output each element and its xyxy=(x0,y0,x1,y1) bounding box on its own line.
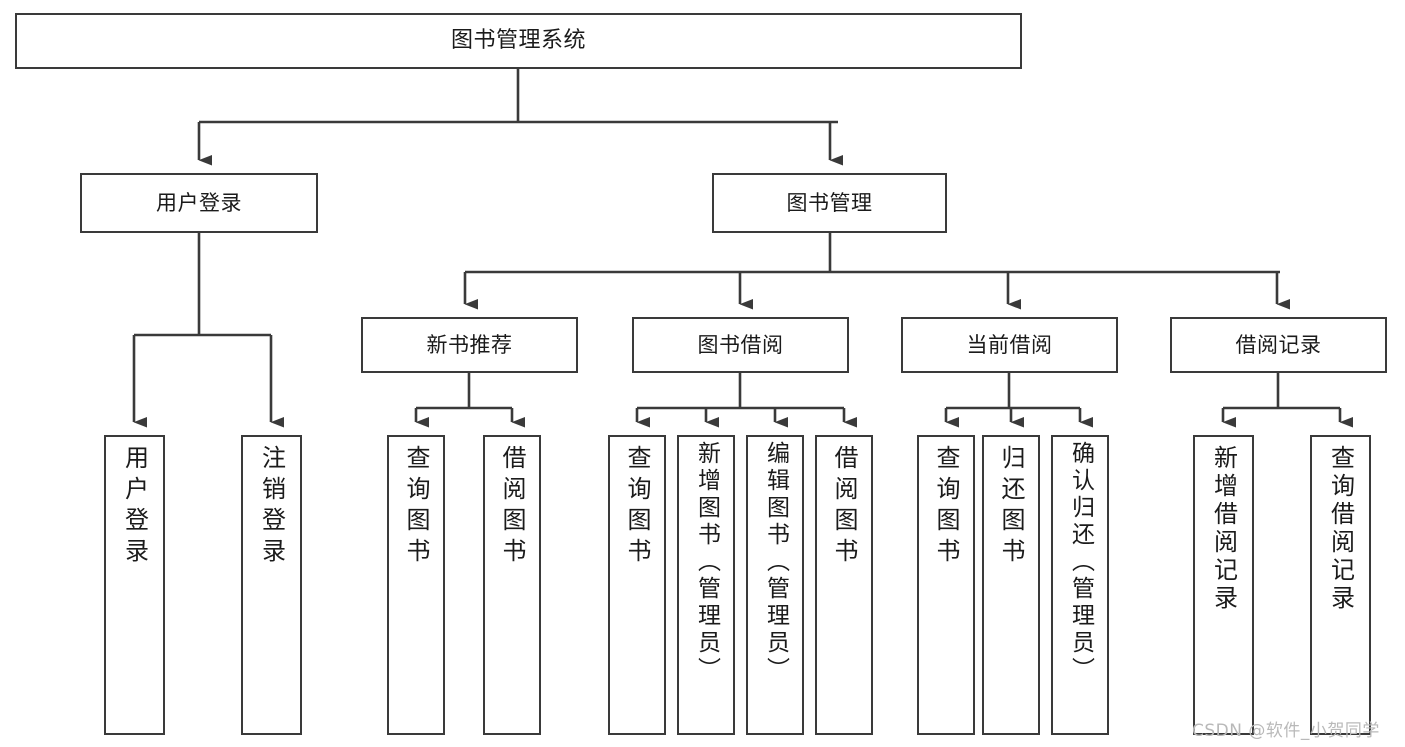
node-leaf-confirm-return-label: 确认归还（管理员） xyxy=(1067,441,1094,684)
node-leaf-logout[interactable]: 注销登录 xyxy=(241,435,302,735)
node-leaf-borrow-book-1[interactable]: 借阅图书 xyxy=(483,435,541,735)
node-leaf-query-book-1[interactable]: 查询图书 xyxy=(387,435,445,735)
node-leaf-user-login-label: 用户登录 xyxy=(120,445,149,569)
node-leaf-return-book-label: 归还图书 xyxy=(997,445,1025,569)
node-leaf-query-book-2[interactable]: 查询图书 xyxy=(608,435,666,735)
node-leaf-query-book-2-label: 查询图书 xyxy=(623,445,651,569)
node-current-borrow-label: 当前借阅 xyxy=(966,332,1053,357)
node-book-manage[interactable]: 图书管理 xyxy=(712,173,947,233)
node-leaf-query-record-label: 查询借阅记录 xyxy=(1326,445,1355,613)
node-borrow-record[interactable]: 借阅记录 xyxy=(1170,317,1387,373)
node-new-book-rec-label: 新书推荐 xyxy=(426,332,513,357)
node-leaf-edit-book[interactable]: 编辑图书（管理员） xyxy=(746,435,804,735)
node-new-book-rec[interactable]: 新书推荐 xyxy=(361,317,578,373)
csdn-watermark: CSDN @软件_小贺同学 xyxy=(1192,721,1380,741)
node-leaf-logout-label: 注销登录 xyxy=(257,445,286,569)
node-leaf-add-book-label: 新增图书（管理员） xyxy=(693,441,720,684)
node-leaf-borrow-book-2-label: 借阅图书 xyxy=(830,445,858,569)
node-leaf-edit-book-label: 编辑图书（管理员） xyxy=(762,441,789,684)
node-leaf-query-record[interactable]: 查询借阅记录 xyxy=(1310,435,1371,735)
node-leaf-borrow-book-1-label: 借阅图书 xyxy=(498,445,526,569)
node-leaf-query-book-3[interactable]: 查询图书 xyxy=(917,435,975,735)
node-leaf-return-book[interactable]: 归还图书 xyxy=(982,435,1040,735)
node-book-borrow-label: 图书借阅 xyxy=(697,332,784,357)
node-root-label: 图书管理系统 xyxy=(450,28,586,54)
node-current-borrow[interactable]: 当前借阅 xyxy=(901,317,1118,373)
node-user-login-label: 用户登录 xyxy=(156,190,242,215)
node-leaf-confirm-return[interactable]: 确认归还（管理员） xyxy=(1051,435,1109,735)
node-leaf-borrow-book-2[interactable]: 借阅图书 xyxy=(815,435,873,735)
node-user-login[interactable]: 用户登录 xyxy=(80,173,318,233)
node-book-manage-label: 图书管理 xyxy=(786,190,873,215)
node-leaf-add-record[interactable]: 新增借阅记录 xyxy=(1193,435,1254,735)
node-leaf-add-record-label: 新增借阅记录 xyxy=(1209,445,1238,613)
node-root[interactable]: 图书管理系统 xyxy=(15,13,1022,69)
node-book-borrow[interactable]: 图书借阅 xyxy=(632,317,849,373)
node-leaf-query-book-1-label: 查询图书 xyxy=(402,445,430,569)
node-borrow-record-label: 借阅记录 xyxy=(1235,332,1322,357)
node-leaf-user-login[interactable]: 用户登录 xyxy=(104,435,165,735)
node-leaf-query-book-3-label: 查询图书 xyxy=(932,445,960,569)
node-leaf-add-book[interactable]: 新增图书（管理员） xyxy=(677,435,735,735)
